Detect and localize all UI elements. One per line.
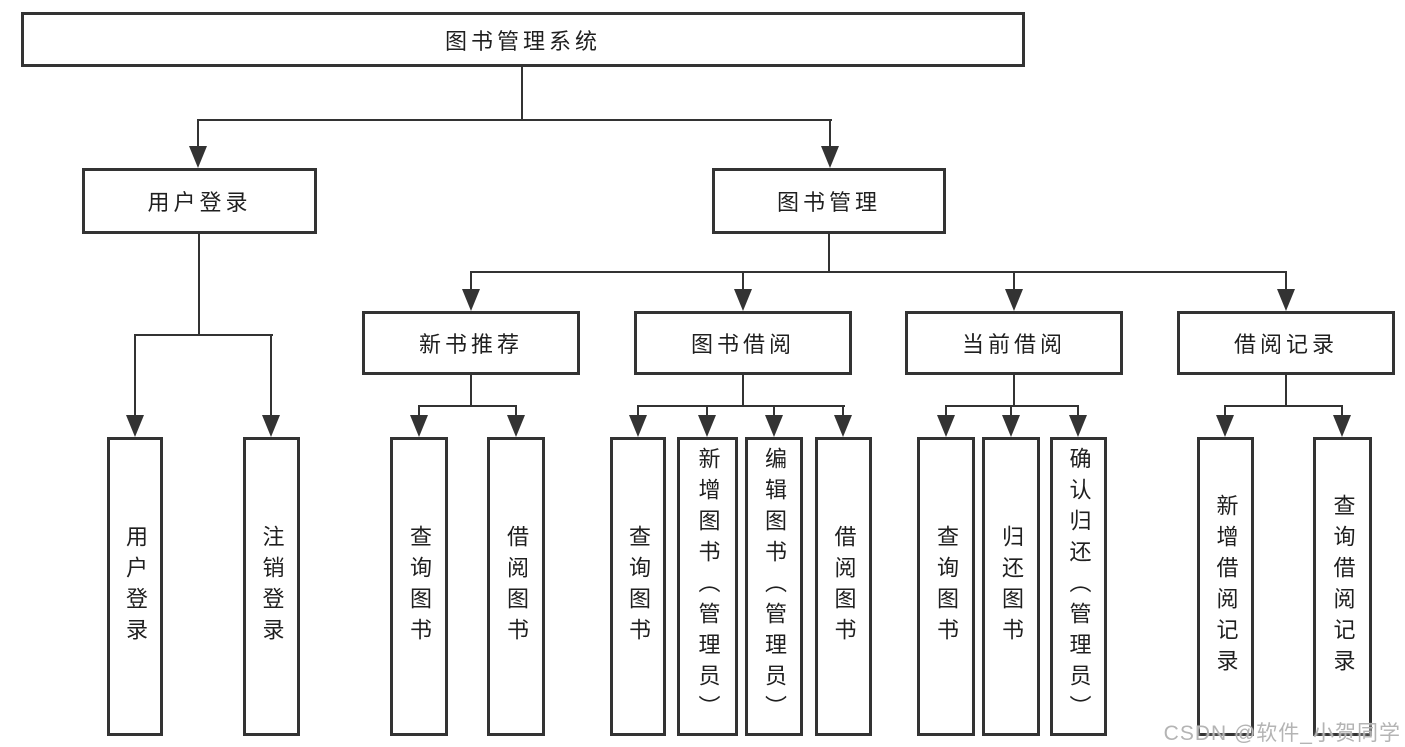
leaf-query-books-1: 查询图书 xyxy=(390,437,448,736)
connector-line xyxy=(1285,271,1287,291)
connector-line xyxy=(742,271,744,291)
connector-line xyxy=(829,119,831,148)
arrowhead-down-icon xyxy=(507,415,525,437)
arrowhead-down-icon xyxy=(1005,289,1023,311)
connector-line xyxy=(270,334,272,417)
connector-line xyxy=(521,67,523,121)
connector-line xyxy=(1010,405,1012,417)
connector-line xyxy=(418,405,420,417)
connector-line xyxy=(1341,405,1343,417)
node-borrow-records: 借阅记录 xyxy=(1177,311,1395,375)
node-user-login: 用户登录 xyxy=(82,168,317,234)
connector-line xyxy=(470,271,472,291)
arrowhead-down-icon xyxy=(734,289,752,311)
connector-line xyxy=(134,334,273,336)
leaf-logout: 注销登录 xyxy=(243,437,300,736)
arrowhead-down-icon xyxy=(1002,415,1020,437)
leaf-add-book-admin: 新增图书（管理员） xyxy=(677,437,738,736)
arrowhead-down-icon xyxy=(1216,415,1234,437)
connector-line xyxy=(1224,405,1226,417)
arrowhead-down-icon xyxy=(698,415,716,437)
arrowhead-down-icon xyxy=(462,289,480,311)
connector-line xyxy=(470,375,472,406)
leaf-query-books-3: 查询图书 xyxy=(917,437,975,736)
connector-line xyxy=(773,405,775,417)
leaf-borrow-books-1: 借阅图书 xyxy=(487,437,545,736)
watermark: CSDN @软件_小贺同学 xyxy=(1163,722,1401,745)
connector-line xyxy=(198,234,200,335)
arrowhead-down-icon xyxy=(189,146,207,168)
leaf-query-borrow-record: 查询借阅记录 xyxy=(1313,437,1372,736)
connector-line xyxy=(134,334,136,417)
connector-line xyxy=(945,405,947,417)
node-book-borrowing: 图书借阅 xyxy=(634,311,852,375)
arrowhead-down-icon xyxy=(937,415,955,437)
connector-line xyxy=(197,119,199,148)
connector-line xyxy=(842,405,844,417)
arrowhead-down-icon xyxy=(410,415,428,437)
arrowhead-down-icon xyxy=(629,415,647,437)
connector-line xyxy=(1013,375,1015,406)
node-current-borrowing: 当前借阅 xyxy=(905,311,1123,375)
arrowhead-down-icon xyxy=(1277,289,1295,311)
leaf-edit-book-admin: 编辑图书（管理员） xyxy=(745,437,803,736)
leaf-confirm-return-admin: 确认归还（管理员） xyxy=(1050,437,1107,736)
node-book-management: 图书管理 xyxy=(712,168,946,234)
connector-line xyxy=(706,405,708,417)
arrowhead-down-icon xyxy=(1333,415,1351,437)
arrowhead-down-icon xyxy=(262,415,280,437)
arrowhead-down-icon xyxy=(765,415,783,437)
arrowhead-down-icon xyxy=(1069,415,1087,437)
connector-line xyxy=(418,405,517,407)
connector-line xyxy=(945,405,1079,407)
connector-line xyxy=(1013,271,1015,291)
connector-line xyxy=(515,405,517,417)
connector-line xyxy=(637,405,639,417)
node-library-system: 图书管理系统 xyxy=(21,12,1025,67)
connector-line xyxy=(1224,405,1343,407)
connector-line xyxy=(1285,375,1287,406)
arrowhead-down-icon xyxy=(821,146,839,168)
node-new-book-recommend: 新书推荐 xyxy=(362,311,580,375)
leaf-user-login: 用户登录 xyxy=(107,437,163,736)
connector-line xyxy=(742,375,744,406)
leaf-query-books-2: 查询图书 xyxy=(610,437,666,736)
arrowhead-down-icon xyxy=(834,415,852,437)
leaf-borrow-books-2: 借阅图书 xyxy=(815,437,872,736)
connector-line xyxy=(637,405,845,407)
leaf-add-borrow-record: 新增借阅记录 xyxy=(1197,437,1254,736)
connector-line xyxy=(470,271,1287,273)
arrowhead-down-icon xyxy=(126,415,144,437)
leaf-return-books: 归还图书 xyxy=(982,437,1040,736)
connector-line xyxy=(1077,405,1079,417)
connector-line xyxy=(828,234,830,272)
connector-line xyxy=(197,119,832,121)
